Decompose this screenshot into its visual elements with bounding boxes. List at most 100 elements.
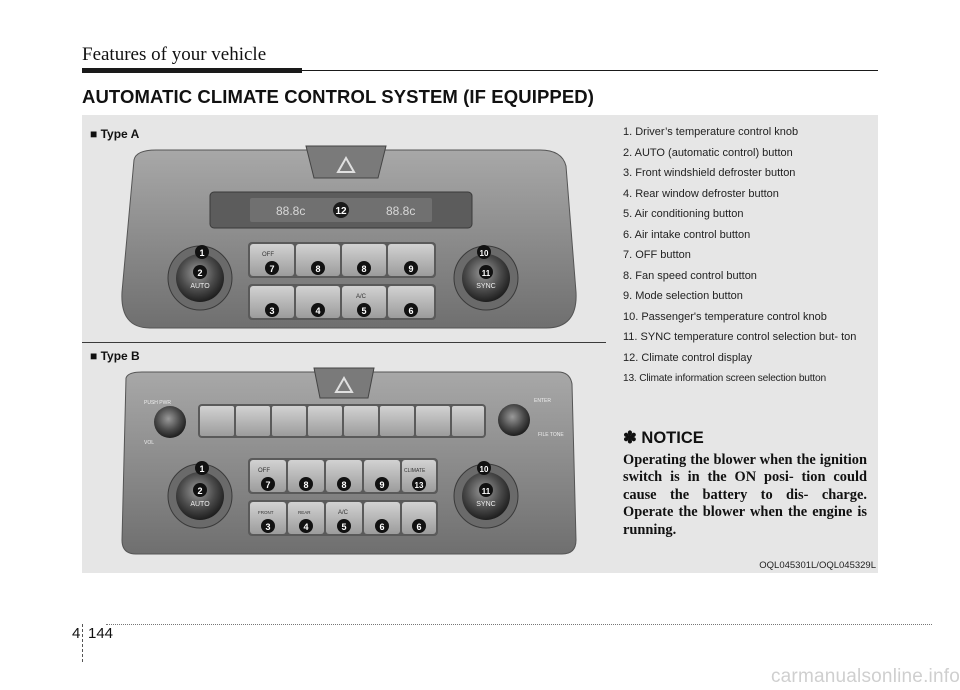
callout-3: [265, 303, 279, 317]
header-rule-thick: [82, 68, 302, 73]
callout-3-b: [261, 519, 275, 533]
callout-10-b: [477, 461, 491, 475]
list-item: 2. AUTO (automatic control) button: [623, 146, 793, 159]
off-button-b[interactable]: [250, 460, 286, 492]
preset-button[interactable]: [380, 406, 414, 436]
callout-6: [404, 303, 418, 317]
figure-code: OQL045301L/OQL045329L: [759, 560, 876, 571]
type-divider: [82, 342, 606, 343]
ac-label: A/C: [356, 294, 367, 300]
hazard-housing: [305, 145, 387, 179]
callout-8a-text: 8: [315, 264, 320, 274]
callout-6a-b-text: 6: [379, 522, 384, 532]
climate-info-button[interactable]: [402, 460, 436, 492]
callout-12: [333, 202, 349, 218]
callout-5-text: 5: [361, 306, 366, 316]
preset-button[interactable]: [308, 406, 342, 436]
hazard-icon-b[interactable]: [334, 375, 354, 393]
climate-label: CLIMATE: [404, 468, 426, 474]
callout-7-text: 7: [269, 264, 274, 274]
display-left-temp: 88.8c: [276, 204, 305, 218]
callout-6b-b-text: 6: [416, 522, 421, 532]
list-item: 12. Climate control display: [623, 351, 753, 364]
fan-up-button-b[interactable]: [326, 460, 362, 492]
preset-button[interactable]: [272, 406, 306, 436]
fan-up-button[interactable]: [342, 244, 386, 276]
callout-7-b: [261, 477, 275, 491]
list-item: 9. Mode selection button: [623, 290, 743, 302]
sync-label-b: SYNC: [476, 501, 495, 508]
auto-label: AUTO: [190, 283, 210, 290]
notice-title: NOTICE: [641, 429, 704, 447]
preset-button[interactable]: [200, 406, 234, 436]
section-title: AUTOMATIC CLIMATE CONTROL SYSTEM (IF EQU…: [82, 86, 594, 107]
preset-button[interactable]: [452, 406, 484, 436]
rear-defrost-button[interactable]: [296, 286, 340, 318]
component-list: 1. Driver’s temperature control knob 2. …: [623, 126, 868, 393]
fan-down-button[interactable]: [296, 244, 340, 276]
callout-8a-b-text: 8: [303, 480, 308, 490]
front-defrost-button-b[interactable]: [250, 502, 286, 534]
ac-button[interactable]: [342, 286, 386, 318]
callout-4-text: 4: [315, 306, 320, 316]
ac-button-b[interactable]: [326, 502, 362, 534]
off-button[interactable]: [250, 244, 294, 276]
callout-3-text: 3: [269, 306, 274, 316]
callout-8a: [311, 261, 325, 275]
callout-7: [265, 261, 279, 275]
off-label: OFF: [262, 252, 274, 258]
list-item: 4. Rear window defroster button: [623, 187, 779, 200]
footer-rule: [106, 624, 932, 625]
callout-10-text: 10: [480, 249, 489, 258]
notice-body: Operating the blower when the ignition s…: [623, 452, 867, 538]
enter-label: ENTER: [534, 398, 551, 404]
running-header: Features of your vehicle: [82, 44, 267, 65]
callout-3-b-text: 3: [265, 522, 270, 532]
vol-label: VOL: [144, 440, 154, 446]
notice-icon: ✽: [623, 429, 637, 447]
callout-4: [311, 303, 325, 317]
callout-9-text: 9: [408, 264, 413, 274]
chapter-number: 4: [72, 625, 81, 642]
type-a-label: ■ Type A: [90, 127, 140, 141]
callout-2-text: 2: [197, 268, 202, 278]
tune-knob[interactable]: [498, 404, 530, 436]
callout-5-b: [337, 519, 351, 533]
callout-10-b-text: 10: [480, 465, 489, 474]
header-rule-thin: [302, 70, 878, 71]
file-tone-label: FILE TONE: [538, 432, 564, 438]
preset-button[interactable]: [236, 406, 270, 436]
volume-knob[interactable]: [154, 406, 186, 438]
callout-1-b-text: 1: [199, 464, 204, 474]
off-label-b: OFF: [258, 468, 270, 474]
callout-4-b: [299, 519, 313, 533]
list-item: 7. OFF button: [623, 249, 691, 261]
preset-button[interactable]: [344, 406, 378, 436]
recirculate-button[interactable]: [364, 502, 400, 534]
preset-button[interactable]: [416, 406, 450, 436]
callout-5-b-text: 5: [341, 522, 346, 532]
callout-7-b-text: 7: [265, 480, 270, 490]
list-item: 8. Fan speed control button: [623, 269, 757, 282]
hazard-icon[interactable]: [336, 155, 356, 173]
callout-1-text: 1: [199, 248, 204, 258]
fan-down-button-b[interactable]: [288, 460, 324, 492]
auto-label-b: AUTO: [190, 501, 210, 508]
callout-9-b: [375, 477, 389, 491]
mode-button-b[interactable]: [364, 460, 400, 492]
rear-label: REAR: [298, 510, 311, 515]
callout-9-b-text: 9: [379, 480, 384, 490]
callout-8b: [357, 261, 371, 275]
climate-panel-type-b: PUSH PWR VOL ENTER FILE TONE AUTO SYNC O…: [121, 367, 577, 555]
mode-button[interactable]: [388, 244, 434, 276]
rear-defrost-button-b[interactable]: [288, 502, 324, 534]
list-item: 5. Air conditioning button: [623, 208, 744, 220]
sync-label: SYNC: [476, 283, 495, 290]
list-item: 13. Climate information screen selection…: [623, 373, 826, 384]
fresh-air-button[interactable]: [402, 502, 436, 534]
watermark: carmanualsonline.info: [770, 666, 960, 687]
hazard-housing-b: [313, 367, 375, 399]
air-intake-button[interactable]: [388, 286, 434, 318]
callout-12-text: 12: [335, 206, 347, 217]
front-defrost-button[interactable]: [250, 286, 294, 318]
